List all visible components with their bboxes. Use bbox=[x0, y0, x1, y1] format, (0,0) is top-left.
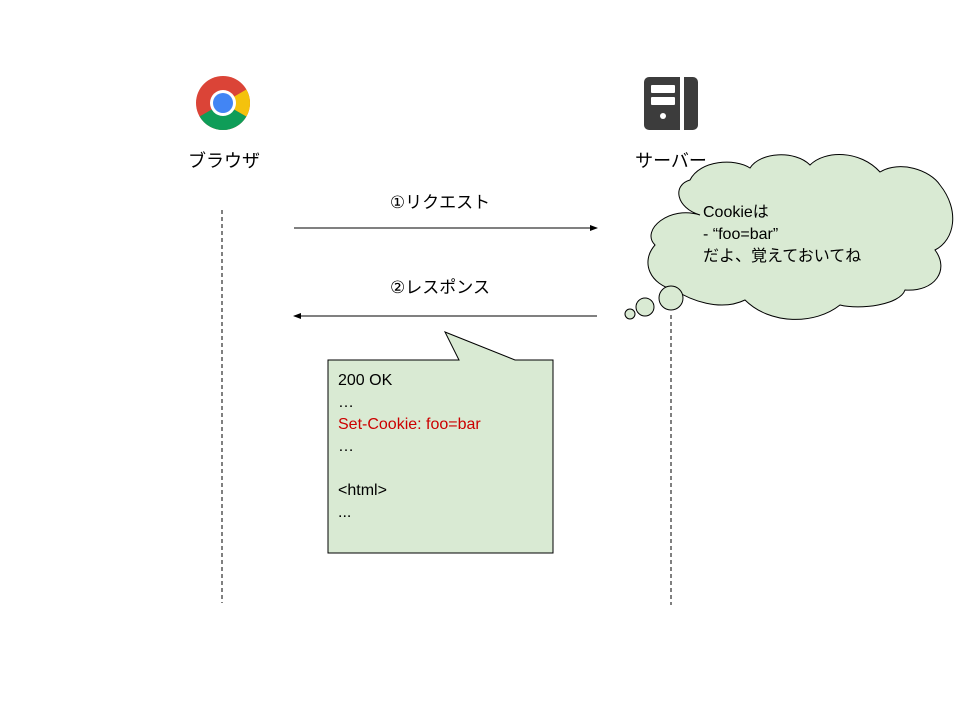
note-line: ... bbox=[338, 504, 352, 521]
note-line: … bbox=[338, 438, 354, 455]
thought-line: Cookieは bbox=[703, 204, 769, 221]
thought-bubbles bbox=[624, 285, 684, 320]
note-line: <html> bbox=[338, 482, 387, 499]
response-note: 200 OK … Set-Cookie: foo=bar … <html> ..… bbox=[338, 370, 548, 524]
browser-label: ブラウザ bbox=[188, 151, 260, 171]
request-label: ①リクエスト bbox=[389, 193, 491, 212]
thought-line: - “foo=bar” bbox=[703, 226, 779, 243]
note-line bbox=[338, 458, 548, 480]
chrome-logo-icon bbox=[196, 76, 250, 130]
server-label: サーバー bbox=[635, 151, 707, 171]
server-tower-icon bbox=[644, 77, 698, 130]
note-line: … bbox=[338, 394, 354, 411]
server-thought-text: Cookieは - “foo=bar” だよ、覚えておいてね bbox=[703, 202, 943, 268]
thought-line: だよ、覚えておいてね bbox=[703, 248, 862, 265]
response-label: ②レスポンス bbox=[390, 278, 490, 297]
response-callout-shape bbox=[327, 331, 554, 554]
note-line: 200 OK bbox=[338, 372, 393, 389]
set-cookie-header: Set-Cookie: foo=bar bbox=[338, 416, 481, 433]
